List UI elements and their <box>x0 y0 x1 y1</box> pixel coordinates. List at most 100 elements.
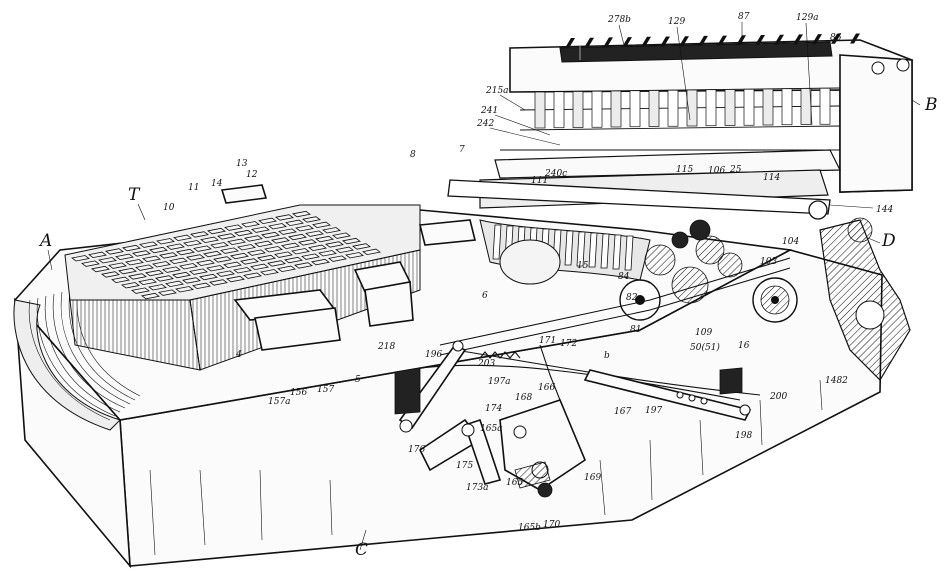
key-cap <box>230 252 249 260</box>
label-103: 103 <box>760 257 777 267</box>
label-87: 87 <box>738 12 750 22</box>
label-111: 111 <box>531 176 548 186</box>
key-cap <box>260 269 279 276</box>
key-cap <box>186 254 205 261</box>
key-cap <box>122 244 141 252</box>
comb-tooth <box>641 36 651 47</box>
key-cap <box>165 280 184 288</box>
label-196: 196 <box>425 350 442 360</box>
comb-tooth <box>698 35 708 46</box>
key-cap <box>213 256 232 263</box>
label-173a: 173a <box>466 483 489 493</box>
label-86: 86 <box>830 33 842 43</box>
comb-tooth <box>622 37 632 48</box>
key-cap <box>88 251 107 259</box>
key-cap <box>118 267 137 275</box>
key-cap <box>284 256 303 264</box>
type-hammers <box>479 219 651 285</box>
label-166: 166 <box>538 383 555 393</box>
label-170: 170 <box>543 520 560 530</box>
label-B: B <box>924 95 938 115</box>
register-column <box>629 90 641 128</box>
label-50-51: 50(51) <box>690 342 720 353</box>
register-column <box>553 91 565 129</box>
label-156: 156 <box>290 388 307 398</box>
key-cap <box>292 210 311 218</box>
comb-tooth <box>565 38 575 48</box>
key-cap <box>302 216 321 223</box>
label-198: 198 <box>735 431 752 441</box>
label-6: 6 <box>482 291 488 301</box>
key-cap <box>261 231 280 239</box>
label-A: A <box>38 231 52 251</box>
label-12: 12 <box>246 170 258 180</box>
key-cap <box>172 271 191 279</box>
key-cap <box>301 253 320 260</box>
key-cap <box>155 275 174 282</box>
comb-tooth <box>850 33 860 44</box>
key-cap <box>179 263 198 270</box>
label-8: 8 <box>410 150 416 160</box>
label-1482: 1482 <box>825 376 848 386</box>
comb-tooth <box>603 37 613 48</box>
key-cap <box>206 265 225 272</box>
key-cap <box>240 258 259 265</box>
key-cap <box>257 254 276 262</box>
comb-tooth <box>831 33 841 44</box>
key-cap <box>325 241 344 248</box>
key-cap <box>328 255 347 262</box>
label-174: 174 <box>485 404 502 414</box>
label-278b: 278b <box>607 15 631 25</box>
key-cap <box>251 226 270 233</box>
comb-tooth <box>793 34 803 45</box>
key-cap <box>243 272 262 279</box>
label-242: 242 <box>476 119 494 129</box>
linkage <box>394 257 791 498</box>
register-column <box>800 88 812 125</box>
label-T: T <box>128 185 141 205</box>
key-cap <box>288 233 307 241</box>
key-cap <box>98 257 117 264</box>
register-column <box>743 88 755 126</box>
label-241: 241 <box>480 106 498 116</box>
label-10: 10 <box>163 203 175 213</box>
comb-tooth <box>755 35 765 45</box>
label-15a: 15 <box>577 261 589 271</box>
key-cap <box>291 248 310 255</box>
figure-labels: A T B C D 278b 129 87 129a 86 215a 241 2… <box>38 12 938 560</box>
key-cap <box>156 238 175 245</box>
key-cap <box>311 258 330 266</box>
label-215a: 215a <box>485 86 509 96</box>
register-column <box>819 87 831 125</box>
label-4: 4 <box>235 350 242 360</box>
key-cap <box>203 250 222 258</box>
label-165b: 165b <box>518 523 541 533</box>
label-b: b <box>604 351 610 361</box>
key-cap <box>132 250 151 257</box>
comb-tooth <box>660 36 670 47</box>
key-cap <box>209 279 228 286</box>
label-197a: 197a <box>488 377 511 387</box>
key-cap <box>220 247 239 254</box>
key-cap <box>234 229 253 237</box>
type-hammer <box>492 224 502 260</box>
label-11: 11 <box>188 183 199 193</box>
label-175: 175 <box>456 461 473 471</box>
key-cap <box>281 242 300 250</box>
label-81: 81 <box>630 325 641 335</box>
label-104: 104 <box>782 237 799 247</box>
label-106: 106 <box>708 166 725 176</box>
key-cap <box>169 257 188 265</box>
key-cap <box>81 260 100 267</box>
key-cap <box>149 246 168 254</box>
register-column <box>534 91 546 129</box>
key-cap <box>182 277 201 284</box>
crank-d <box>819 217 911 381</box>
label-84: 84 <box>618 272 630 282</box>
label-129: 129 <box>668 17 685 27</box>
comb-tooth <box>812 34 822 45</box>
key-cap <box>332 232 351 239</box>
label-176: 176 <box>408 445 425 455</box>
register-column <box>648 90 660 127</box>
key-cap <box>166 243 185 250</box>
